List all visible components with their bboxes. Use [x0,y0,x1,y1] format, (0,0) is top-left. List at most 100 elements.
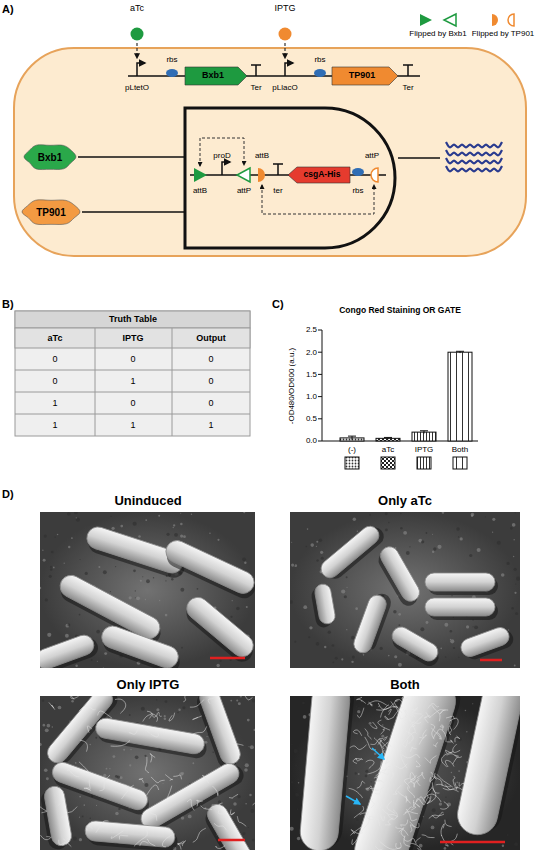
sem-texture [344,595,347,598]
sem-texture [85,572,88,575]
sem-texture [220,660,222,662]
cell-outline [14,48,526,256]
curli-mesh [427,787,432,799]
sem-texture [354,835,356,837]
curli-mesh [397,791,410,803]
curli-mesh [436,784,451,786]
table-cell: 0 [52,376,57,386]
curli-mesh [148,812,157,821]
sem-texture [164,718,167,721]
curli-mesh [420,797,428,805]
bar [376,438,400,441]
curli-mesh [389,709,392,715]
tick-mark [318,352,322,353]
table-cell: 0 [208,398,213,408]
curli-mesh [156,713,161,717]
pointer-arrow [372,748,384,759]
curli-mesh [173,775,181,779]
curli-mesh [396,707,406,718]
axis-title: -OD480/OD600 (a.u.) [287,348,296,424]
sem-texture [173,527,174,528]
terminator-symbol [273,164,283,175]
sem-texture [351,661,353,663]
sem-texture [357,531,358,532]
curli-mesh [385,716,394,720]
sem-texture [456,782,458,784]
promoter-label: pLtetO [125,83,149,92]
curli-mesh [353,730,361,736]
sem-texture [239,705,240,706]
sem-texture [249,794,252,797]
table-header-bg [15,328,250,348]
curli-mesh [370,788,379,790]
sem-texture [497,541,501,545]
recombinase-protein: TP901 [20,197,82,227]
curli-mesh [139,778,143,782]
curli-mesh [440,710,448,714]
sem-texture [242,557,246,561]
curli-mesh [119,835,128,839]
sem-texture [465,710,467,712]
sem-texture [76,517,77,518]
rbs-label: rbs [314,55,325,64]
sem-texture [341,658,343,660]
curli-mesh [190,700,204,707]
sem-texture [166,533,169,536]
bacterium [454,696,520,838]
sem-texture [79,614,81,616]
sem-texture [514,568,517,571]
rbs-symbol [314,69,326,77]
sem-texture [515,612,518,615]
sem-texture [40,587,41,589]
curli-mesh [147,785,159,795]
sem-texture [513,539,514,540]
curli-mesh [151,713,158,722]
curli-mesh [360,811,368,815]
curli-mesh [381,728,385,734]
promoter-symbol [137,63,145,76]
curli-mesh [400,750,407,768]
sem-image [38,683,261,855]
curli-mesh [422,835,435,838]
sem-texture [75,665,77,667]
gene-arrow: csgA-His [288,167,350,183]
sem-texture [297,837,300,840]
curli-mesh [393,707,402,717]
scale-bar [480,659,502,662]
table-rule [172,328,173,436]
category-label: (-) [348,445,356,454]
curli-mesh [58,799,65,806]
sem-texture [135,756,139,760]
tick-mark [318,374,322,375]
scale-bar [210,657,245,660]
legend-swatch [444,14,456,26]
curli-mesh [404,731,413,744]
sem-texture [290,827,294,831]
curli-fiber [446,158,502,163]
sem-texture [381,735,384,738]
sem-texture [426,621,429,624]
attb-site [258,168,265,182]
curli-mesh [354,806,364,818]
sem-texture [96,630,100,634]
protein-link [82,211,185,213]
curli-mesh [379,841,400,849]
sem-texture [120,776,123,779]
sem-texture [133,569,136,572]
sem-texture [110,591,111,592]
sem-texture [294,641,296,643]
sem-texture [508,629,509,630]
curli-mesh [147,839,155,845]
protein-link [78,156,185,158]
sem-texture [501,573,505,577]
curli-mesh [96,821,109,833]
sem-texture [248,746,249,747]
sem-texture [47,633,51,637]
curli-mesh [115,699,126,713]
category-label: IPTG [415,445,434,454]
sem-texture [309,626,312,629]
tick-mark [318,418,322,419]
sem-texture [233,802,237,806]
curli-mesh [100,775,110,790]
curli-mesh [151,777,165,783]
